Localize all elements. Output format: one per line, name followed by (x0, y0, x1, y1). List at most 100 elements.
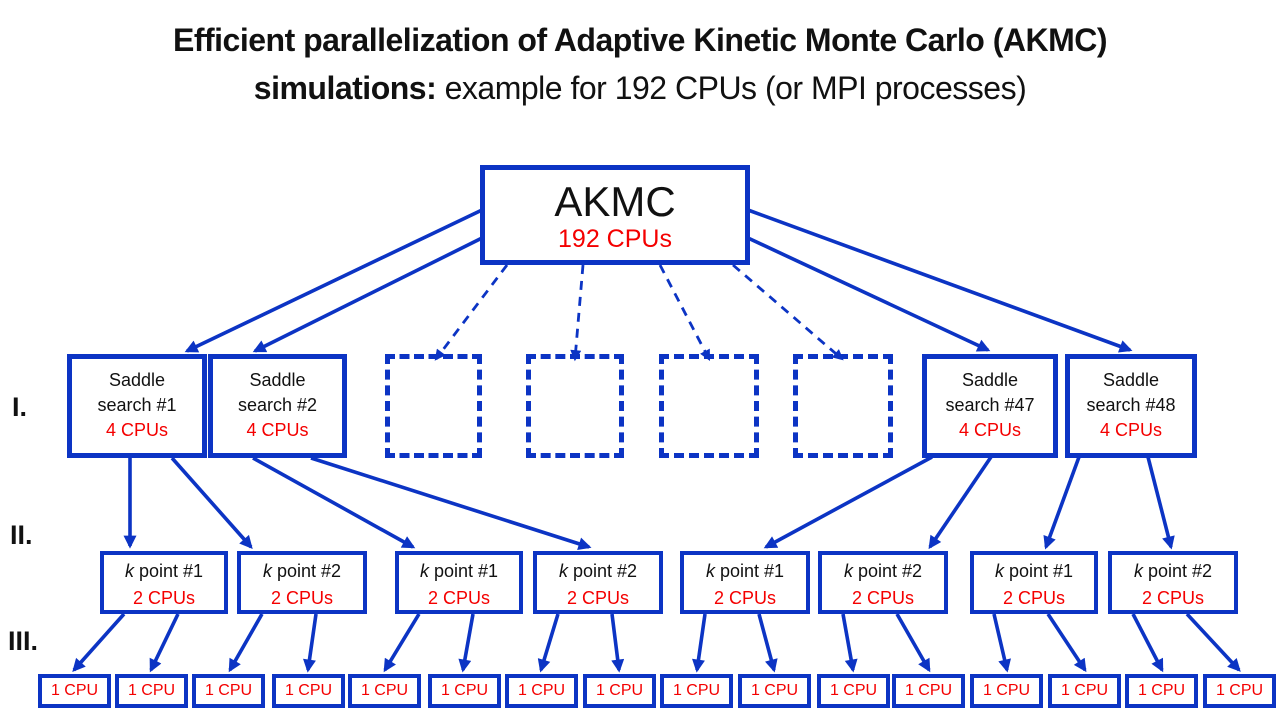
saddle-search-cpu-count: 4 CPUs (105, 420, 168, 440)
level-2-numeral: II. (10, 520, 33, 550)
cpu-box: 1 CPU (192, 674, 265, 708)
k-point-box: k point #1 2 CPUs (680, 551, 810, 614)
saddle-search-box: Saddle search #47 4 CPUs (922, 354, 1058, 458)
connector-arrow (1046, 613, 1087, 673)
saddle-search-number: search #1 (97, 395, 177, 415)
connector-arrow (895, 613, 931, 673)
cpu-box: 1 CPU (1048, 674, 1121, 708)
saddle-search-placeholder-box (526, 354, 624, 458)
cpu-box-label: 1 CPU (1137, 682, 1186, 699)
k-point-box: k point #2 2 CPUs (237, 551, 367, 614)
cpu-box-label: 1 CPU (904, 682, 953, 699)
connector-arrow (928, 455, 993, 550)
akmc-root-box: AKMC 192 CPUs (480, 165, 750, 265)
dashed-connector-arrow (570, 264, 585, 362)
saddle-search-number: search #48 (1086, 395, 1176, 415)
k-point-box: k point #2 2 CPUs (533, 551, 663, 614)
akmc-cpu-count: 192 CPUs (558, 225, 672, 253)
k-point-cpu-count: 2 CPUs (851, 588, 914, 608)
cpu-box: 1 CPU (38, 674, 111, 708)
k-point-cpu-count: 2 CPUs (713, 588, 776, 608)
saddle-search-cpu-count: 4 CPUs (958, 420, 1021, 440)
saddle-search-number: search #47 (945, 395, 1035, 415)
akmc-label: AKMC (554, 178, 676, 225)
connector-arrow (310, 456, 592, 551)
k-point-cpu-count: 2 CPUs (132, 588, 195, 608)
connector-arrow (757, 613, 778, 673)
connector-arrow (1185, 612, 1241, 672)
cpu-box-label: 1 CPU (284, 682, 333, 699)
connector-arrow (252, 456, 416, 549)
saddle-search-box: Saddle search #1 4 CPUs (67, 354, 207, 458)
level-3-numeral: III. (8, 626, 39, 656)
saddle-search-cpu-count: 4 CPUs (246, 420, 309, 440)
k-point-label: k point #2 (843, 561, 923, 581)
saddle-search-cpu-count: 4 CPUs (1099, 420, 1162, 440)
cpu-box-label: 1 CPU (1215, 682, 1264, 699)
k-point-cpu-count: 2 CPUs (1141, 588, 1204, 608)
slide-title: Efficient parallelization of Adaptive Ki… (0, 16, 1280, 112)
cpu-box: 1 CPU (892, 674, 965, 708)
k-point-label: k point #2 (558, 561, 638, 581)
cpu-box-label: 1 CPU (50, 682, 99, 699)
cpu-box: 1 CPU (738, 674, 811, 708)
k-point-label: k point #1 (705, 561, 785, 581)
k-point-box: k point #2 2 CPUs (818, 551, 948, 614)
connector-arrow (1146, 456, 1175, 550)
cpu-box-label: 1 CPU (750, 682, 799, 699)
title-line-2-bold: simulations: (253, 70, 437, 106)
k-point-cpu-count: 2 CPUs (270, 588, 333, 608)
saddle-search-placeholder-box (793, 354, 893, 458)
cpu-box: 1 CPU (505, 674, 578, 708)
connector-arrow (763, 455, 933, 549)
saddle-search-placeholder-box (659, 354, 759, 458)
cpu-box: 1 CPU (1203, 674, 1276, 708)
connector-arrow (537, 613, 560, 673)
title-line-1: Efficient parallelization of Adaptive Ki… (173, 22, 1108, 58)
cpu-box-label: 1 CPU (1060, 682, 1109, 699)
connector-arrow (692, 613, 707, 673)
connector-arrow (149, 613, 180, 673)
saddle-search-label: Saddle (1102, 370, 1160, 390)
cpu-box: 1 CPU (115, 674, 188, 708)
k-point-box: k point #2 2 CPUs (1108, 551, 1238, 614)
saddle-search-box: Saddle search #48 4 CPUs (1065, 354, 1197, 458)
title-line-2-rest: example for 192 CPUs (or MPI processes) (436, 70, 1027, 106)
connector-arrow (252, 236, 483, 353)
saddle-search-label: Saddle (961, 370, 1019, 390)
cpu-box-label: 1 CPU (127, 682, 176, 699)
connector-arrow (383, 613, 421, 673)
connector-arrow (841, 613, 858, 673)
k-point-label: k point #1 (994, 561, 1074, 581)
connector-arrow (184, 208, 483, 353)
connector-arrow (610, 613, 625, 673)
dashed-connector-arrow (434, 264, 509, 361)
title-line-2: simulations: example for 192 CPUs (or MP… (0, 64, 1280, 112)
cpu-box-label: 1 CPU (829, 682, 878, 699)
k-point-label: k point #2 (262, 561, 342, 581)
connector-arrow (170, 456, 253, 549)
cpu-box-label: 1 CPU (982, 682, 1031, 699)
connector-arrow (747, 236, 991, 352)
saddle-search-label: Saddle (108, 370, 166, 390)
connector-arrow (1043, 456, 1081, 550)
cpu-box: 1 CPU (817, 674, 890, 708)
level-1-numeral: I. (12, 392, 28, 422)
cpu-box-label: 1 CPU (595, 682, 644, 699)
cpu-box: 1 CPU (1125, 674, 1198, 708)
cpu-box: 1 CPU (660, 674, 733, 708)
cpu-box-label: 1 CPU (517, 682, 566, 699)
cpu-box: 1 CPU (348, 674, 421, 708)
k-point-cpu-count: 2 CPUs (566, 588, 629, 608)
k-point-label: k point #2 (1133, 561, 1213, 581)
cpu-box: 1 CPU (272, 674, 345, 708)
cpu-box: 1 CPU (428, 674, 501, 708)
cpu-box: 1 CPU (970, 674, 1043, 708)
saddle-search-number: search #2 (237, 395, 318, 415)
cpu-box: 1 CPU (583, 674, 656, 708)
connector-arrow (1131, 613, 1164, 673)
